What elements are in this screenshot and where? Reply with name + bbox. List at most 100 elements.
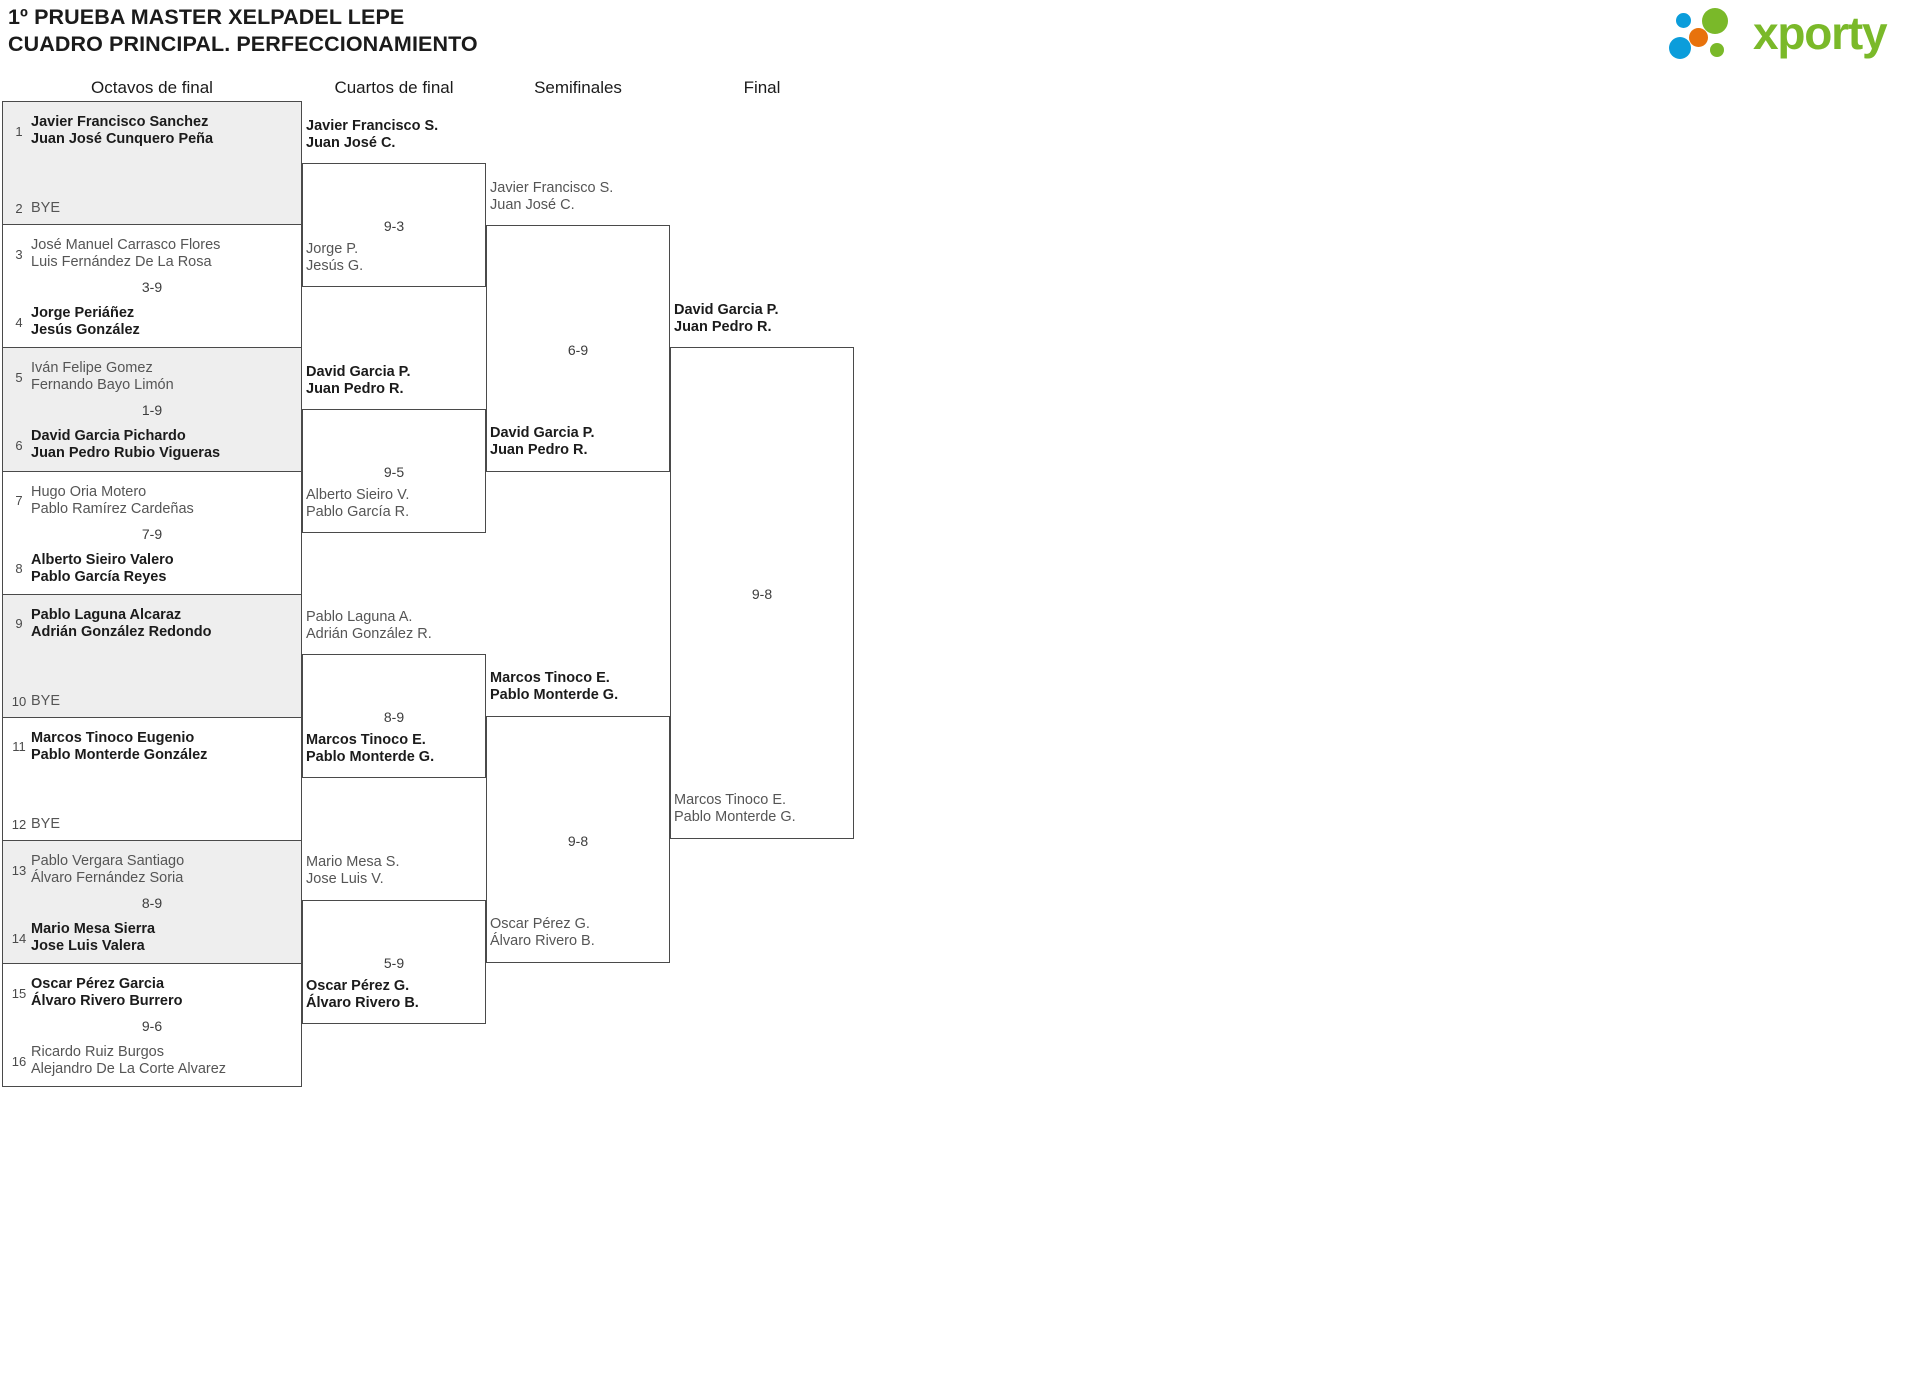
round-heading-octavos: Octavos de final bbox=[91, 78, 213, 97]
logo-wordmark: xporty bbox=[1753, 7, 1888, 59]
round3-match-2-team-label: Marcos Tinoco E.Pablo Monterde G. bbox=[490, 670, 618, 704]
round4-match-1-connector[interactable]: 9-8 bbox=[670, 347, 854, 839]
team-name-line: Jesús González bbox=[31, 322, 140, 339]
match-score: 9-5 bbox=[383, 464, 405, 480]
team-name-line: José Manuel Carrasco Flores bbox=[31, 237, 221, 254]
team-name-line: Javier Francisco S. bbox=[306, 118, 439, 134]
match-score: 1-9 bbox=[141, 402, 163, 419]
seed-number: 2 bbox=[15, 201, 23, 216]
round2-match-3-team-label: Pablo Laguna A.Adrián González R. bbox=[306, 609, 432, 643]
round2-match-3-connector[interactable]: 8-9 bbox=[302, 654, 486, 778]
round2-match-4-connector[interactable]: 5-9 bbox=[302, 900, 486, 1024]
team-name-line: BYE bbox=[31, 815, 61, 832]
seed-number: 12 bbox=[11, 816, 27, 832]
team-name-line: Juan Pedro R. bbox=[674, 319, 772, 335]
team-name-line: Jose Luis Valera bbox=[31, 938, 145, 955]
team-name-line: Pablo Vergara Santiago bbox=[31, 853, 185, 870]
seed-number: 13 bbox=[11, 862, 27, 878]
round2-match-3-team-label: Marcos Tinoco E.Pablo Monterde G. bbox=[306, 732, 434, 766]
team-name-line: Jesús G. bbox=[306, 258, 364, 274]
logo-dot-green-large bbox=[1702, 8, 1728, 34]
match-score: 9-6 bbox=[141, 1018, 163, 1035]
round2-match-1-connector[interactable]: 9-3 bbox=[302, 163, 486, 287]
match-score: 9-8 bbox=[567, 832, 589, 849]
team-name-line: Álvaro Rivero B. bbox=[490, 933, 595, 949]
team-name-line: Jorge P. bbox=[306, 241, 359, 257]
match-score: 5-9 bbox=[383, 955, 405, 971]
team-name-line: Álvaro Rivero B. bbox=[306, 995, 419, 1011]
team-name-line: Pablo Monterde G. bbox=[490, 687, 619, 703]
round2-match-4-team-label: Mario Mesa S.Jose Luis V. bbox=[306, 854, 399, 888]
team-name-line: Juan Pedro R. bbox=[306, 381, 404, 397]
team-name-line: David Garcia P. bbox=[674, 302, 779, 318]
round2-match-2-connector[interactable]: 9-5 bbox=[302, 409, 486, 533]
team-name-line: Pablo Ramírez Cardeñas bbox=[31, 500, 194, 517]
logo-dot-blue-large bbox=[1669, 37, 1691, 59]
team-name-line: Juan Pedro R. bbox=[490, 442, 588, 458]
seed-number: 6 bbox=[15, 437, 23, 453]
round3-match-1-connector[interactable]: 6-9 bbox=[486, 225, 670, 472]
team-name-line: Marcos Tinoco E. bbox=[306, 732, 426, 748]
match-score: 8-9 bbox=[141, 895, 163, 912]
team-name-line: Marcos Tinoco Eugenio bbox=[31, 729, 195, 746]
match-score: 9-8 bbox=[751, 586, 773, 602]
match-score: 6-9 bbox=[567, 341, 589, 358]
title-line-1: 1º PRUEBA MASTER XELPADEL LEPE bbox=[8, 5, 405, 29]
round2-match-2-team-label: David Garcia P.Juan Pedro R. bbox=[306, 364, 411, 398]
seed-number: 4 bbox=[15, 314, 23, 330]
team-names: BYE bbox=[31, 200, 60, 217]
team-name-line: Álvaro Fernández Soria bbox=[31, 870, 184, 887]
team-name-line: Iván Felipe Gomez bbox=[31, 360, 153, 377]
round4-match-1-team-label: David Garcia P.Juan Pedro R. bbox=[674, 302, 779, 336]
team-name-line: Hugo Oria Motero bbox=[31, 483, 147, 500]
round1-team-slot[interactable]: 2 BYE bbox=[7, 200, 295, 217]
match-score: 9-3 bbox=[383, 218, 405, 234]
team-name-line: Alberto Sieiro Valero bbox=[31, 551, 174, 568]
team-name-line: Marcos Tinoco E. bbox=[490, 670, 610, 686]
team-name-line: Adrián González Redondo bbox=[31, 623, 212, 640]
seed-number: 15 bbox=[11, 985, 27, 1001]
round3-match-2-connector[interactable]: 9-8 bbox=[486, 716, 670, 963]
seed-number: 5 bbox=[15, 369, 23, 385]
page-title: 1º PRUEBA MASTER XELPADEL LEPE CUADRO PR… bbox=[8, 4, 1208, 58]
team-name-line: Luis Fernández De La Rosa bbox=[31, 254, 212, 271]
team-name-line: Oscar Pérez G. bbox=[306, 978, 410, 994]
seed-number: 11 bbox=[12, 739, 26, 755]
team-name-line: Pablo Laguna A. bbox=[306, 609, 413, 625]
team-name-line: Jose Luis V. bbox=[306, 871, 384, 887]
round3-match-1-team-label: Javier Francisco S.Juan José C. bbox=[490, 180, 613, 214]
